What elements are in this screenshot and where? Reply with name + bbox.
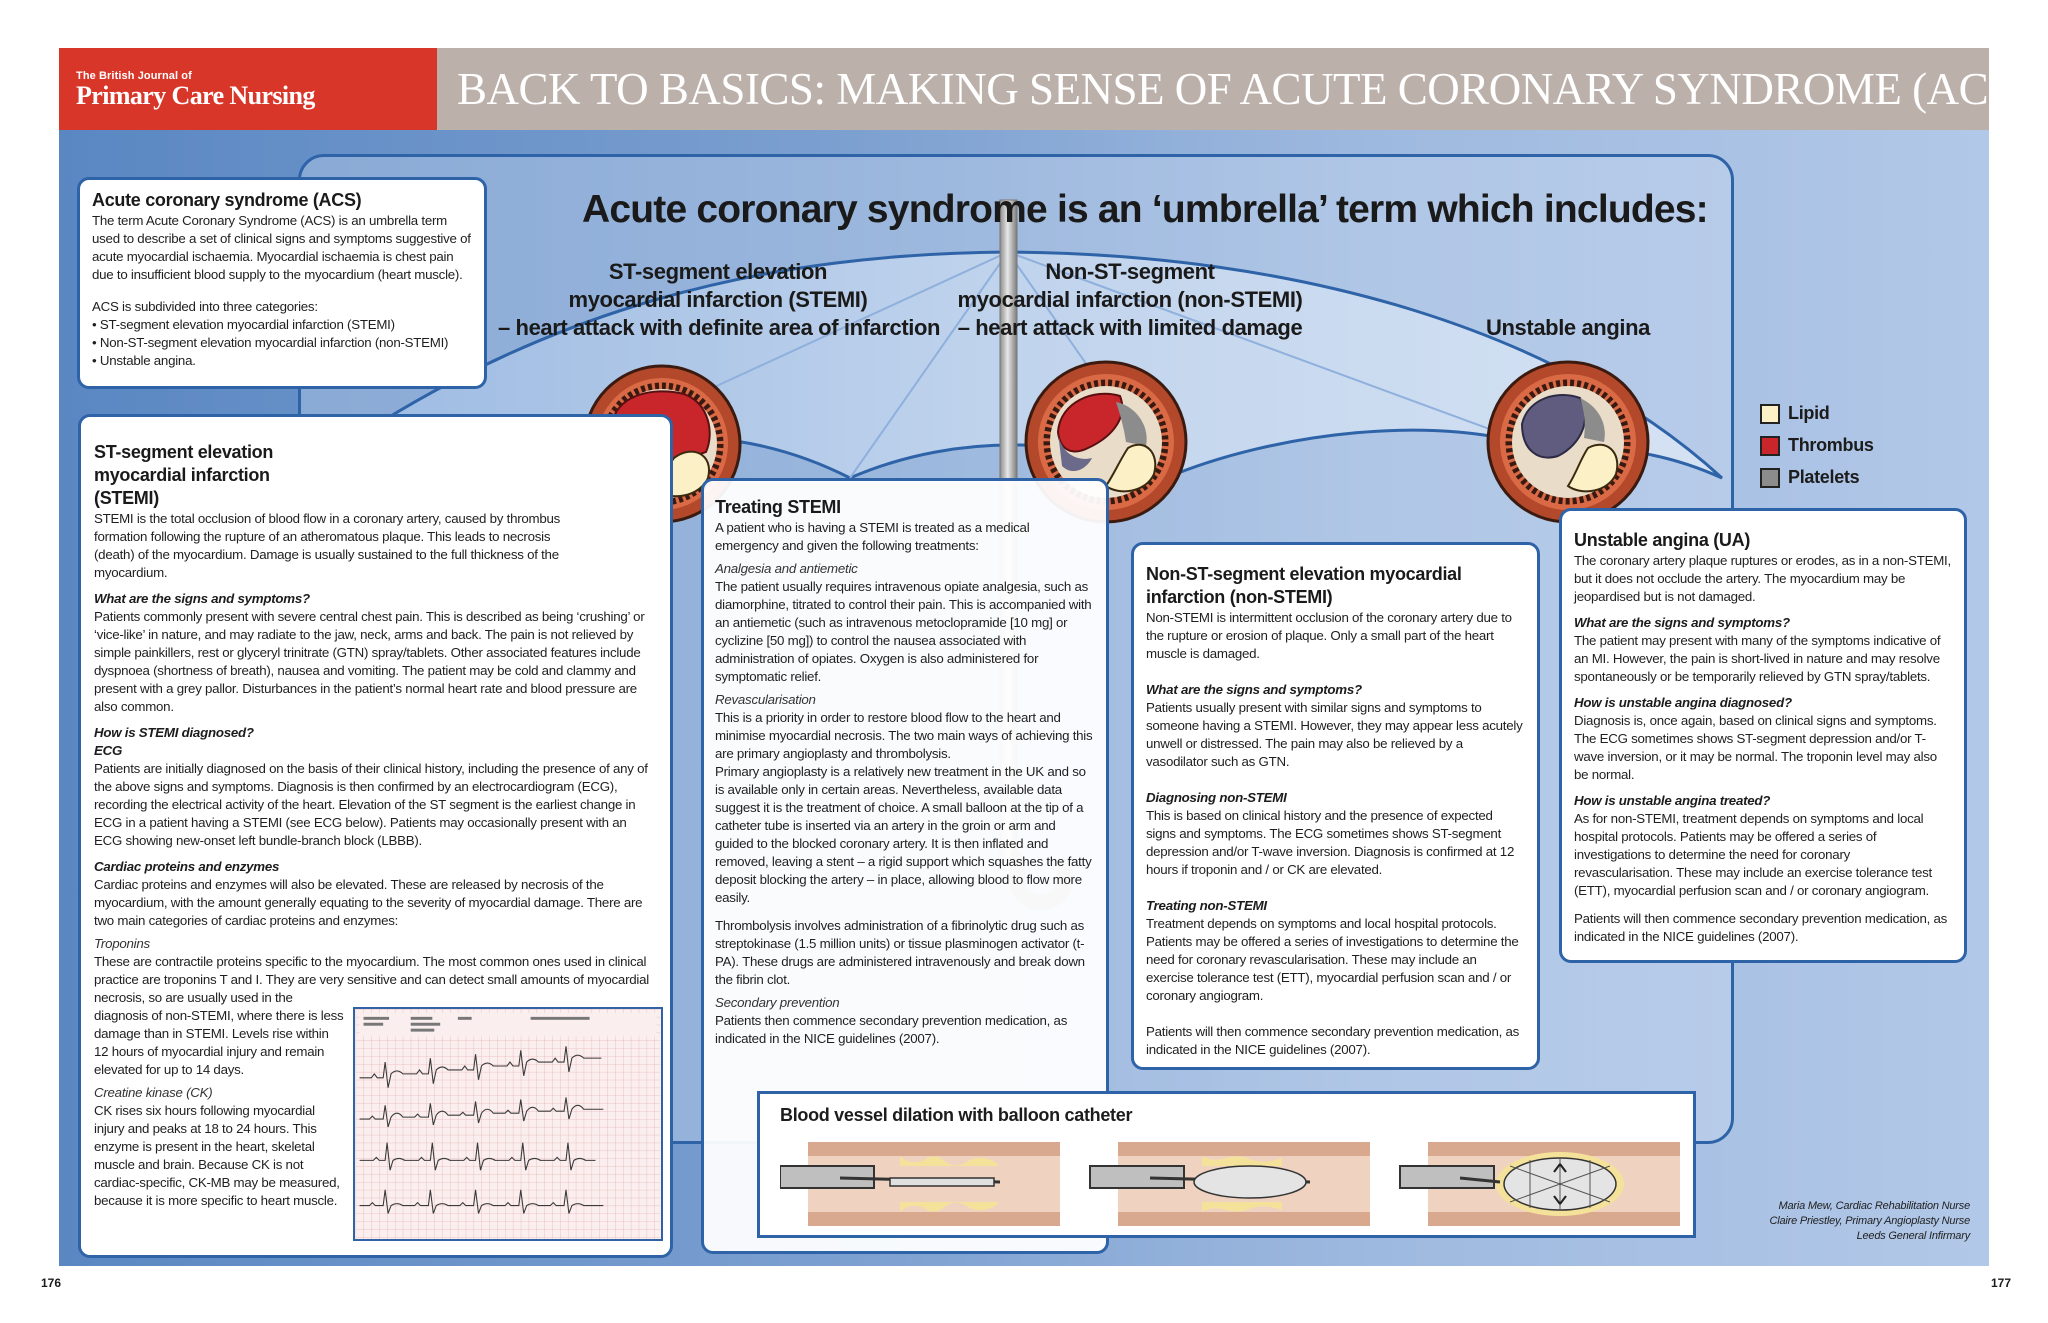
non-stemi-diagnosis-text: This is based on clinical history and th… <box>1146 808 1515 877</box>
legend-lipid: Lipid <box>1760 402 1830 425</box>
catheter-stage-1 <box>780 1142 1060 1226</box>
acs-intro: The term Acute Coronary Syndrome (ACS) i… <box>92 213 471 282</box>
ua-treatment-text: As for non-STEMI, treatment depends on s… <box>1574 811 1932 898</box>
acs-title: Acute coronary syndrome (ACS) <box>92 190 362 210</box>
troponins-heading: Troponins <box>94 936 150 951</box>
acs-category-list: ST-segment elevation myocardial infarcti… <box>92 316 472 370</box>
credit-line: Claire Priestley, Primary Angioplasty Nu… <box>1769 1215 1971 1227</box>
platelets-swatch <box>1760 468 1780 489</box>
unstable-angina-cross-section <box>1486 360 1650 524</box>
non-stemi-secondary-text: Patients will then commence secondary pr… <box>1146 1024 1520 1057</box>
page-number-left: 176 <box>41 1276 62 1290</box>
list-item: Non-ST-segment elevation myocardial infa… <box>92 334 472 352</box>
stemi-ecg-text: Patients are initially diagnosed on the … <box>94 761 648 848</box>
revascularisation-text: This is a priority in order to restore b… <box>715 710 1093 761</box>
non-stemi-diagnosis-heading: Diagnosing non-STEMI <box>1146 790 1287 805</box>
ua-treatment-heading: How is unstable angina treated? <box>1574 793 1771 808</box>
ua-diagnosis-text: Diagnosis is, once again, based on clini… <box>1574 713 1937 782</box>
journal-logo: The British Journal of Primary Care Nurs… <box>59 48 437 130</box>
stemi-intro: STEMI is the total occlusion of blood fl… <box>94 511 561 580</box>
secondary-prevention-text: Patients then commence secondary prevent… <box>715 1013 1068 1046</box>
stemi-ecg-heading: ECG <box>94 743 123 758</box>
acs-box: Acute coronary syndrome (ACS) The term A… <box>77 177 487 389</box>
credit-line: Leeds General Infirmary <box>1856 1230 1971 1242</box>
non-stemi-treatment-text: Treatment depends on symptoms and local … <box>1146 916 1519 1003</box>
balloon-title: Blood vessel dilation with balloon cathe… <box>780 1105 1133 1125</box>
angioplasty-text: Primary angioplasty is a relatively new … <box>715 764 1092 905</box>
ck-text: CK rises six hours following myocardial … <box>94 1103 340 1208</box>
thrombolysis-text: Thrombolysis involves administration of … <box>715 918 1085 987</box>
category-stemi-line1: ST-segment elevation <box>608 259 828 284</box>
category-unstable-angina: Unstable angina <box>1486 315 1650 340</box>
legend-platelets: Platelets <box>1760 466 1860 489</box>
troponins-text-a: These are contractile proteins specific … <box>94 954 649 987</box>
category-non-stemi-line3: – heart attack with limited damage <box>957 315 1303 340</box>
treating-title: Treating STEMI <box>715 497 841 517</box>
ua-intro: The coronary artery plaque ruptures or e… <box>1574 553 1951 604</box>
ua-title: Unstable angina (UA) <box>1574 530 1751 550</box>
thrombus-swatch <box>1760 436 1780 457</box>
list-item: ST-segment elevation myocardial infarcti… <box>92 316 472 334</box>
non-stemi-title: Non-ST-segment elevation myocardial infa… <box>1146 564 1462 607</box>
category-stemi: ST-segment elevation myocardial infarcti… <box>498 258 941 342</box>
stemi-diagnosis-heading: How is STEMI diagnosed? <box>94 725 254 740</box>
ua-signs-heading: What are the signs and symptoms? <box>1574 615 1790 630</box>
catheter-stage-3 <box>1399 1142 1680 1226</box>
ua-secondary-text: Patients will then commence secondary pr… <box>1574 911 1948 944</box>
treating-intro: A patient who is having a STEMI is treat… <box>715 520 1030 553</box>
legend-thrombus: Thrombus <box>1760 434 1874 457</box>
lipid-swatch <box>1760 404 1780 425</box>
journal-title: Primary Care Nursing <box>76 81 315 110</box>
non-stemi-treatment-heading: Treating non-STEMI <box>1146 898 1267 913</box>
category-non-stemi: Non-ST-segment myocardial infarction (no… <box>950 258 1310 342</box>
balloon-catheter-box: Blood vessel dilation with balloon cathe… <box>757 1091 1696 1238</box>
umbrella-heading: Acute coronary syndrome is an ‘umbrella’… <box>582 188 1709 231</box>
legend: Lipid Thrombus Platelets <box>1760 402 1940 492</box>
non-stemi-signs-heading: What are the signs and symptoms? <box>1146 682 1362 697</box>
analgesia-heading: Analgesia and antiemetic <box>715 561 858 576</box>
category-stemi-line3: – heart attack with definite area of inf… <box>498 315 941 340</box>
analgesia-text: The patient usually requires intravenous… <box>715 579 1092 684</box>
category-stemi-line2: myocardial infarction (STEMI) <box>568 287 868 312</box>
ck-heading: Creatine kinase (CK) <box>94 1085 213 1100</box>
category-non-stemi-line2: myocardial infarction (non-STEMI) <box>957 287 1303 312</box>
treating-stemi-box: Treating STEMI A patient who is having a… <box>701 478 1109 1254</box>
stemi-signs-text: Patients commonly present with severe ce… <box>94 609 645 714</box>
non-stemi-signs-text: Patients usually present with similar si… <box>1146 700 1523 769</box>
category-non-stemi-line1: Non-ST-segment <box>1045 259 1215 284</box>
balloon-catheter-illustration <box>780 1142 1680 1226</box>
journal-small-title: The British Journal of <box>76 70 192 82</box>
catheter-stage-2 <box>1089 1142 1370 1226</box>
page-title: BACK TO BASICS: MAKING SENSE OF ACUTE CO… <box>437 48 1989 130</box>
ecg-trace-image <box>353 1007 663 1241</box>
ua-signs-text: The patient may present with many of the… <box>1574 633 1941 684</box>
secondary-prevention-heading: Secondary prevention <box>715 995 840 1010</box>
revascularisation-heading: Revascularisation <box>715 692 816 707</box>
non-stemi-intro: Non-STEMI is intermittent occlusion of t… <box>1146 610 1512 661</box>
list-item: Unstable angina. <box>92 352 472 370</box>
stemi-signs-heading: What are the signs and symptoms? <box>94 591 310 606</box>
credit-line: Maria Mew, Cardiac Rehabilitation Nurse <box>1778 1200 1970 1212</box>
author-credits: Maria Mew, Cardiac Rehabilitation Nurse … <box>1650 1199 1971 1244</box>
unstable-angina-box: Unstable angina (UA) The coronary artery… <box>1559 508 1967 963</box>
stemi-cardiac-text: Cardiac proteins and enzymes will also b… <box>94 877 643 928</box>
non-stemi-box: Non-ST-segment elevation myocardial infa… <box>1131 542 1540 1070</box>
acs-subdivided: ACS is subdivided into three categories: <box>92 299 318 314</box>
page-number-right: 177 <box>1991 1276 2012 1290</box>
stemi-cardiac-heading: Cardiac proteins and enzymes <box>94 859 280 874</box>
stemi-title: ST-segment elevation myocardial infarcti… <box>94 442 274 508</box>
troponins-text-b: necrosis, so are usually used in the dia… <box>94 990 344 1077</box>
ua-diagnosis-heading: How is unstable angina diagnosed? <box>1574 695 1792 710</box>
